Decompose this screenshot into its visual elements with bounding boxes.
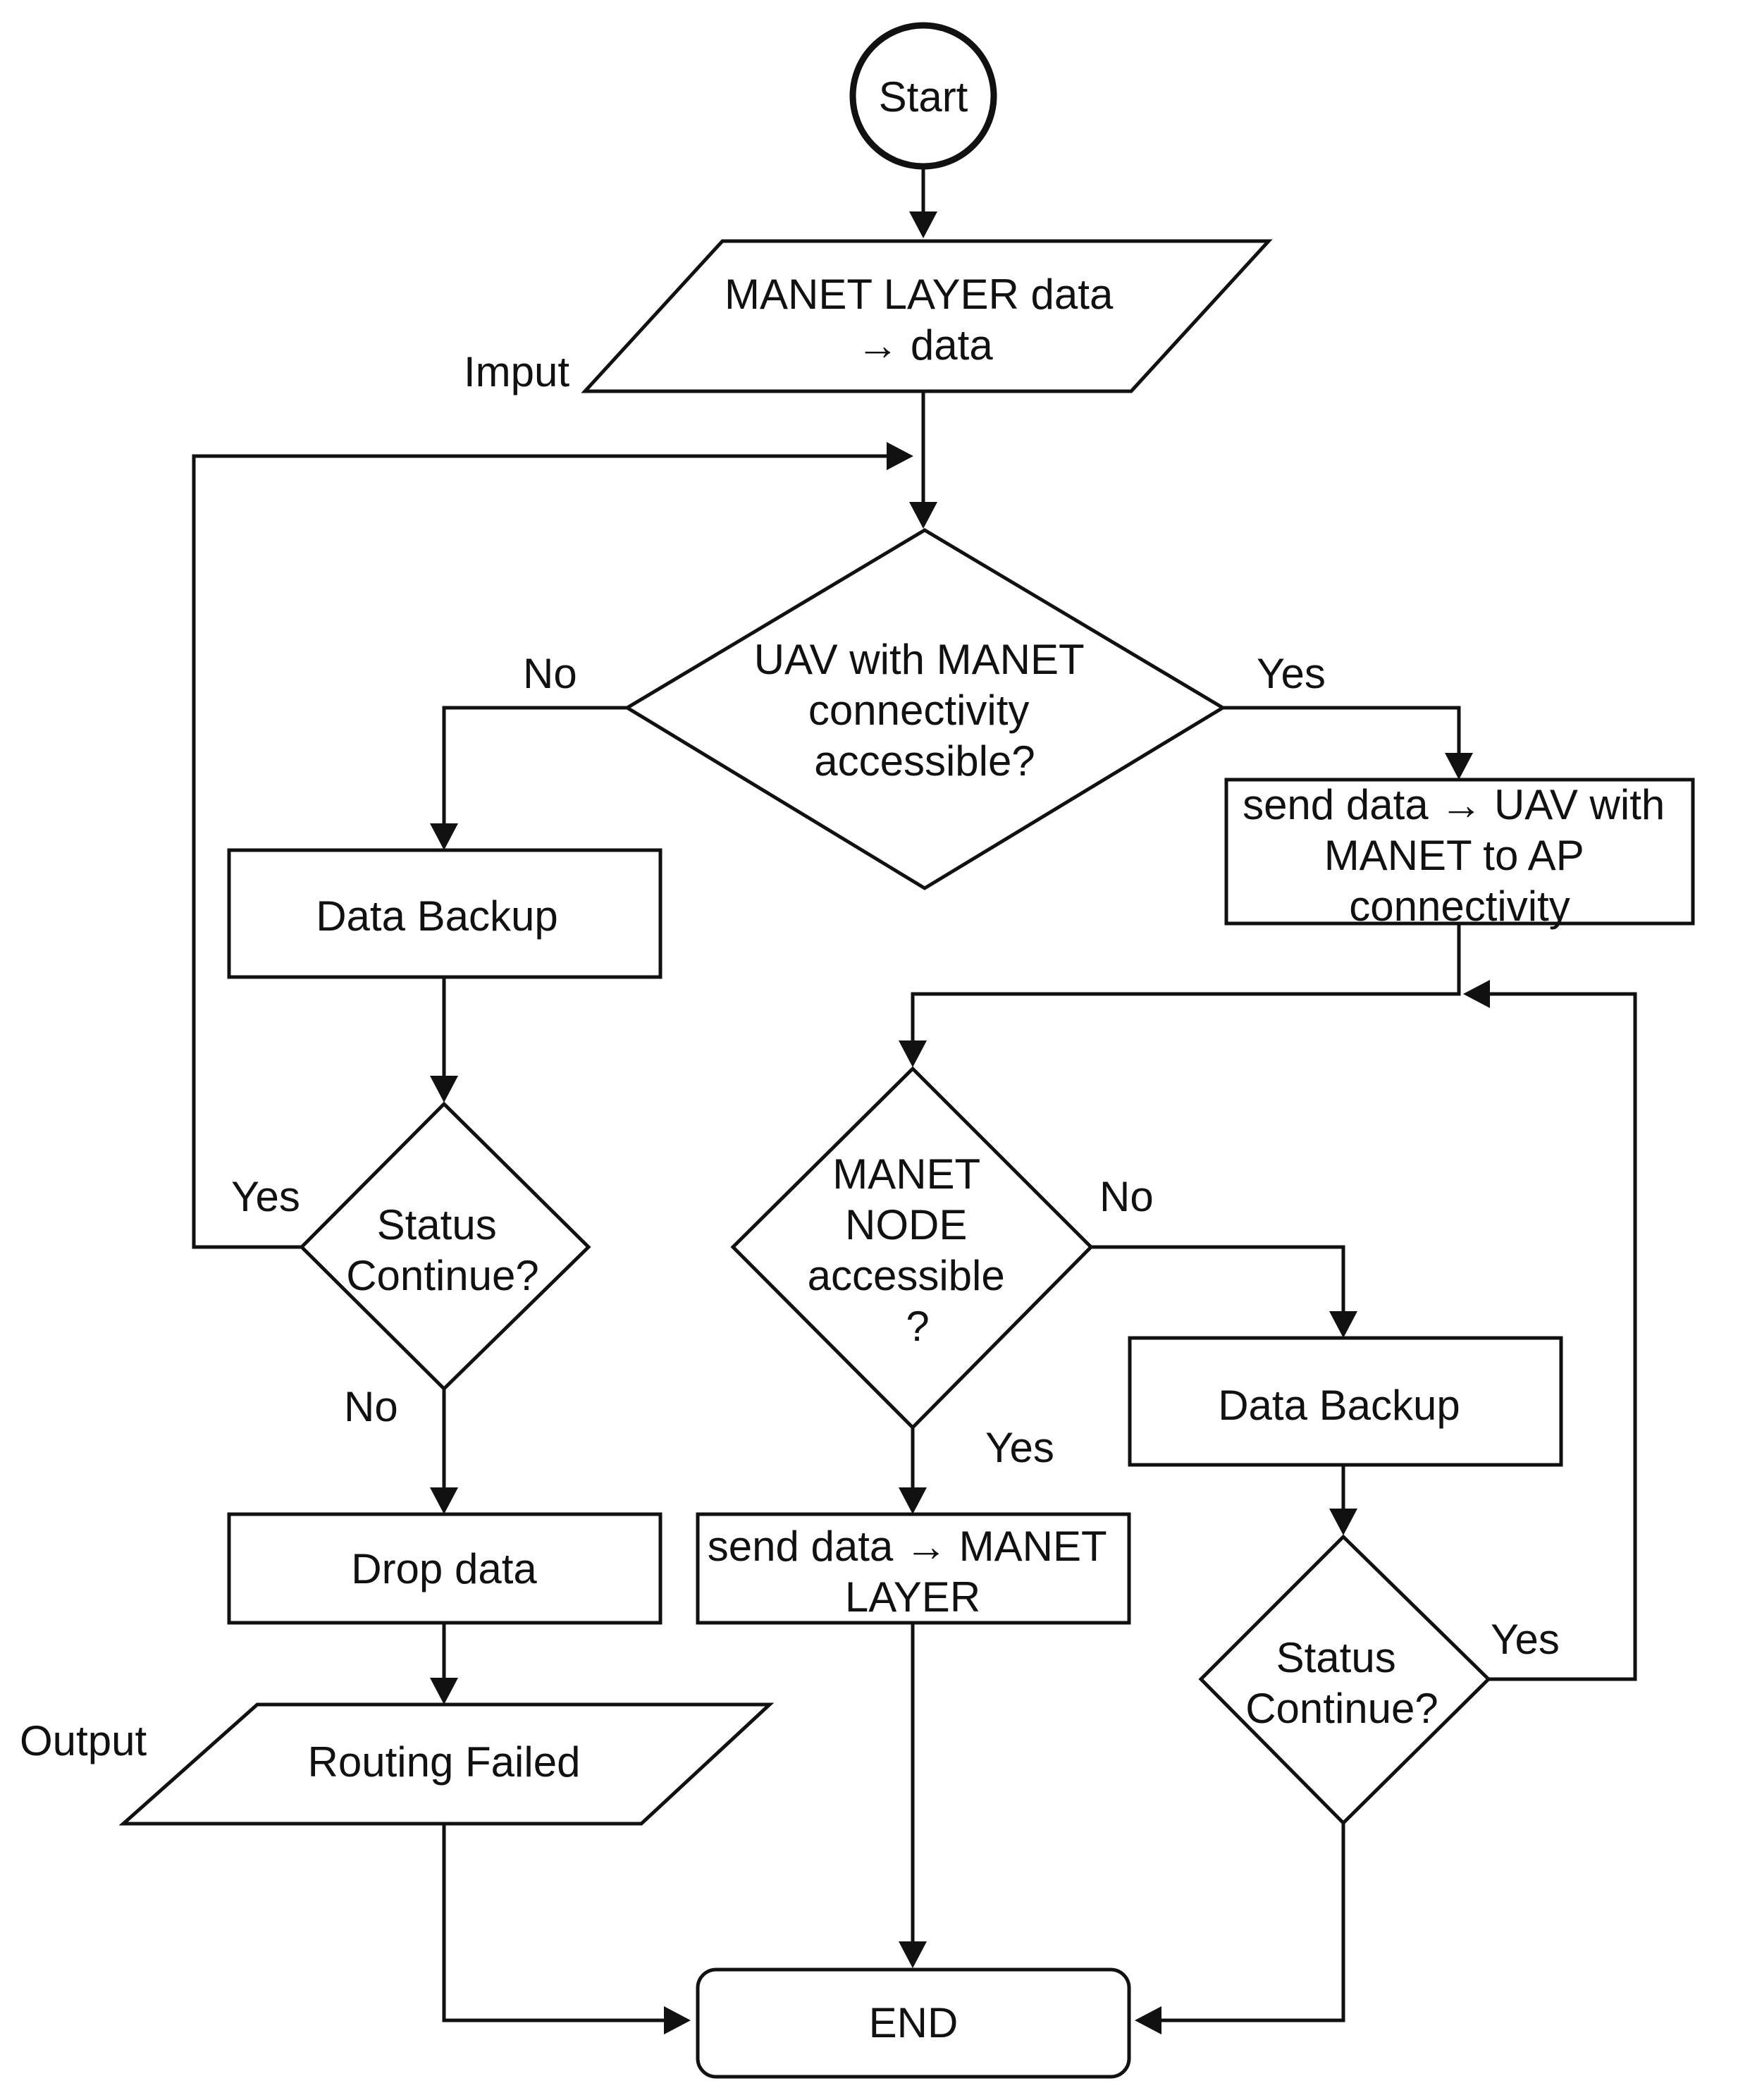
status-right-node: Status Continue? [1198, 1534, 1491, 1826]
status-right-yes-label: Yes [1491, 1616, 1560, 1663]
routing-failed-label: Routing Failed [308, 1738, 581, 1786]
connector-node-no [1091, 1245, 1345, 1324]
svg-text:MANET NODE accessi: MANET NODE accessible ? [808, 1150, 1017, 1350]
node-decision-node: MANET NODE accessible ? [730, 1066, 1094, 1430]
node-no-label: No [1099, 1173, 1154, 1220]
end-node: END [696, 1967, 1131, 2079]
backup-left-node: Data Backup [227, 848, 662, 979]
input-node: MANET LAYER data → data [581, 239, 1273, 393]
svg-text:send data → UAV with MAN: send data → UAV with MANET to AP connect… [1243, 781, 1677, 930]
input-side-label: Imput [464, 348, 569, 395]
edge-labels: Imput Output No Yes Yes No No Yes Yes [20, 348, 1560, 1764]
svg-text:END: END [869, 1999, 959, 2046]
arrowhead-status-left-no [430, 1487, 458, 1514]
svg-text:Routing Failed: Routing Failed [308, 1738, 581, 1786]
uav-decision-line-3: accessible? [814, 737, 1035, 785]
svg-text:UAV with MANET connectiv: UAV with MANET connectivity accessible? [754, 636, 1096, 785]
arrowhead-input-decision [909, 502, 937, 529]
status-left-node: Status Continue? [299, 1101, 591, 1392]
arrowhead-backup-status-left [430, 1076, 458, 1103]
status-left-line-2: Continue? [346, 1252, 539, 1299]
arrowhead-uav-yes [1445, 753, 1473, 780]
connector-status-right-end [1149, 1823, 1345, 2022]
node-decision-line-2: NODE [845, 1201, 967, 1248]
uav-decision-line-1: UAV with MANET [754, 636, 1084, 683]
status-right-line-2: Continue? [1245, 1685, 1438, 1732]
svg-text:send data → MANET LAYER: send data → MANET LAYER [708, 1523, 1118, 1621]
status-left-yes-label: Yes [231, 1173, 300, 1220]
routing-failed-node: Routing Failed [118, 1702, 775, 1826]
arrowhead-status-right-end [1135, 2006, 1161, 2034]
connector-status-left-yes-loop [192, 454, 899, 1249]
connectors [192, 166, 1637, 2034]
status-left-no-label: No [344, 1383, 398, 1430]
arrowhead-start-input [909, 211, 937, 238]
status-right-line-1: Status [1276, 1634, 1396, 1681]
send-uav-line-2: MANET to AP [1324, 832, 1584, 879]
status-left-line-1: Status [377, 1201, 497, 1248]
send-layer-line-2: LAYER [845, 1573, 980, 1621]
svg-text:Start: Start [879, 73, 968, 121]
start-node: Start [849, 22, 997, 170]
end-label: END [869, 1999, 959, 2046]
node-decision-line-4: ? [906, 1303, 929, 1350]
connector-send-uav-node [911, 923, 1461, 1053]
arrowhead-status-right-yes-loop [1463, 980, 1490, 1008]
output-side-label: Output [20, 1717, 147, 1764]
backup-left-label: Data Backup [316, 892, 558, 940]
connector-status-right-yes-loop [1477, 992, 1637, 1681]
connector-uav-yes [1223, 706, 1461, 766]
send-uav-line-3: connectivity [1349, 883, 1570, 930]
uav-yes-label: Yes [1257, 650, 1326, 697]
uav-decision-line-2: connectivity [808, 687, 1029, 734]
send-layer-line-1: send data → MANET [708, 1523, 1107, 1570]
start-label: Start [879, 73, 968, 121]
arrowhead-layer-end [899, 1941, 927, 1968]
svg-text:Status Continue?: Status Continue? [1245, 1634, 1438, 1732]
svg-text:Drop data: Drop data [351, 1545, 537, 1592]
send-layer-node: send data → MANET LAYER [696, 1512, 1131, 1625]
backup-right-label: Data Backup [1218, 1382, 1460, 1429]
backup-right-node: Data Backup [1128, 1336, 1563, 1467]
svg-text:Status Continue?: Status Continue? [346, 1201, 539, 1299]
uav-decision-node: UAV with MANET connectivity accessible? [624, 528, 1226, 890]
arrowhead-uav-no [430, 823, 458, 850]
connector-uav-no [442, 706, 627, 837]
input-line-1: MANET LAYER data [725, 271, 1114, 318]
input-line-2: → data [856, 321, 993, 369]
send-uav-node: send data → UAV with MANET to AP connect… [1224, 778, 1695, 930]
arrowhead-status-left-yes-loop [887, 442, 913, 470]
connector-output-end [442, 1824, 677, 2022]
arrowhead-node-yes [899, 1487, 927, 1514]
arrowhead-node-no [1329, 1311, 1357, 1338]
node-decision-line-1: MANET [832, 1150, 980, 1198]
drop-data-label: Drop data [351, 1545, 537, 1592]
arrowhead-backup-status-right [1329, 1509, 1357, 1535]
svg-text:Data Backup: Data Backup [316, 892, 558, 940]
arrowhead-drop-output [430, 1678, 458, 1705]
uav-no-label: No [523, 650, 577, 697]
svg-text:Data Backup: Data Backup [1218, 1382, 1460, 1429]
drop-data-node: Drop data [227, 1512, 662, 1625]
send-uav-line-1: send data → UAV with [1243, 781, 1665, 828]
svg-text:MANET LAYER data → data: MANET LAYER data → data [725, 271, 1125, 369]
arrowhead-output-end [664, 2006, 691, 2034]
arrowhead-send-uav-node [899, 1040, 927, 1067]
node-decision-line-3: accessible [808, 1252, 1005, 1299]
node-yes-label: Yes [985, 1424, 1054, 1471]
